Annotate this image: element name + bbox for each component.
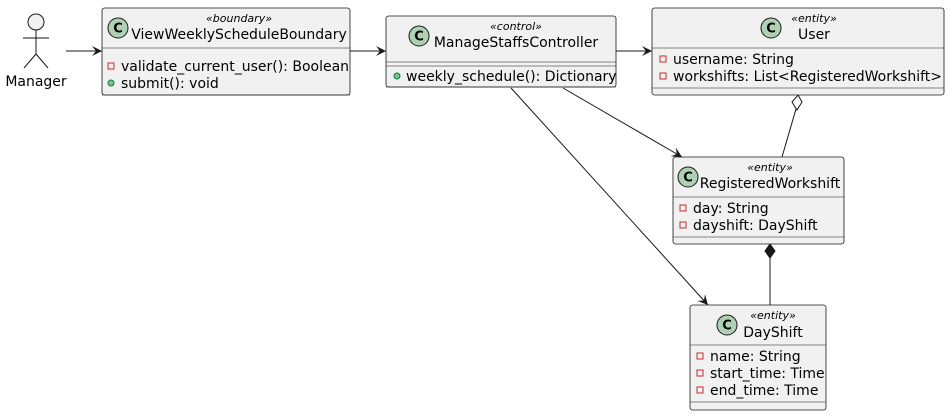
svg-text:C: C xyxy=(766,22,776,37)
class-view-weekly-schedule-boundary[interactable]: C «boundary» ViewWeeklyScheduleBoundary … xyxy=(101,7,351,96)
edges xyxy=(66,46,803,306)
class-member: dayshift: DayShift xyxy=(693,218,818,234)
class-dayshift[interactable]: C «entity» DayShift name: String start_t… xyxy=(689,304,827,411)
class-stereotype: «entity» xyxy=(750,309,796,322)
class-stereotype: «control» xyxy=(490,20,542,33)
class-icon xyxy=(677,166,699,188)
class-name: DayShift xyxy=(743,325,803,341)
class-stereotype: «boundary» xyxy=(206,12,272,25)
actor-head xyxy=(27,13,45,31)
class-member: validate_current_user(): Boolean xyxy=(121,59,349,75)
class-member: submit(): void xyxy=(121,76,219,92)
private-marker xyxy=(679,204,687,212)
class-member: start_time: Time xyxy=(710,366,825,382)
class-icon xyxy=(760,17,782,39)
class-icon xyxy=(408,25,430,47)
composition-diamond xyxy=(764,243,776,259)
class-member: name: String xyxy=(710,349,801,365)
private-marker xyxy=(659,72,667,80)
private-marker xyxy=(107,62,115,70)
aggregation-diamond xyxy=(791,94,803,111)
edge-user-aggregates-registered xyxy=(781,108,797,158)
class-member: end_time: Time xyxy=(710,383,818,399)
class-name: User xyxy=(798,27,830,43)
private-marker xyxy=(696,352,704,360)
class-user[interactable]: C «entity» User username: String workshi… xyxy=(651,7,945,96)
class-name: ViewWeeklyScheduleBoundary xyxy=(131,27,347,43)
private-marker xyxy=(659,55,667,63)
class-icon xyxy=(107,17,129,39)
class-member: username: String xyxy=(673,52,794,68)
private-marker xyxy=(696,386,704,394)
class-member: day: String xyxy=(693,201,769,217)
edge-controller-to-dayshift xyxy=(510,87,709,306)
class-stereotype: «entity» xyxy=(747,161,793,174)
actor-label: Manager xyxy=(5,74,67,90)
svg-text:C: C xyxy=(113,22,123,37)
svg-text:C: C xyxy=(683,171,693,186)
class-manage-staffs-controller[interactable]: C «control» ManageStaffsController weekl… xyxy=(385,15,617,88)
class-name: RegisteredWorkshift xyxy=(700,176,841,192)
svg-text:C: C xyxy=(722,319,732,334)
class-stereotype: «entity» xyxy=(791,12,837,25)
class-icon xyxy=(716,314,738,336)
class-member: weekly_schedule(): Dictionary xyxy=(406,69,617,85)
manager-actor[interactable]: Manager xyxy=(5,13,67,90)
edge-controller-to-registered xyxy=(562,87,683,158)
class-name: ManageStaffsController xyxy=(434,35,599,51)
public-marker xyxy=(393,72,401,80)
private-marker xyxy=(696,369,704,377)
svg-text:C: C xyxy=(414,30,424,45)
class-registered-workshift[interactable]: C «entity» RegisteredWorkshift day: Stri… xyxy=(672,156,845,245)
class-member: workshifts: List<RegisteredWorkshift> xyxy=(673,69,942,85)
private-marker xyxy=(679,221,687,229)
public-marker xyxy=(107,79,115,87)
